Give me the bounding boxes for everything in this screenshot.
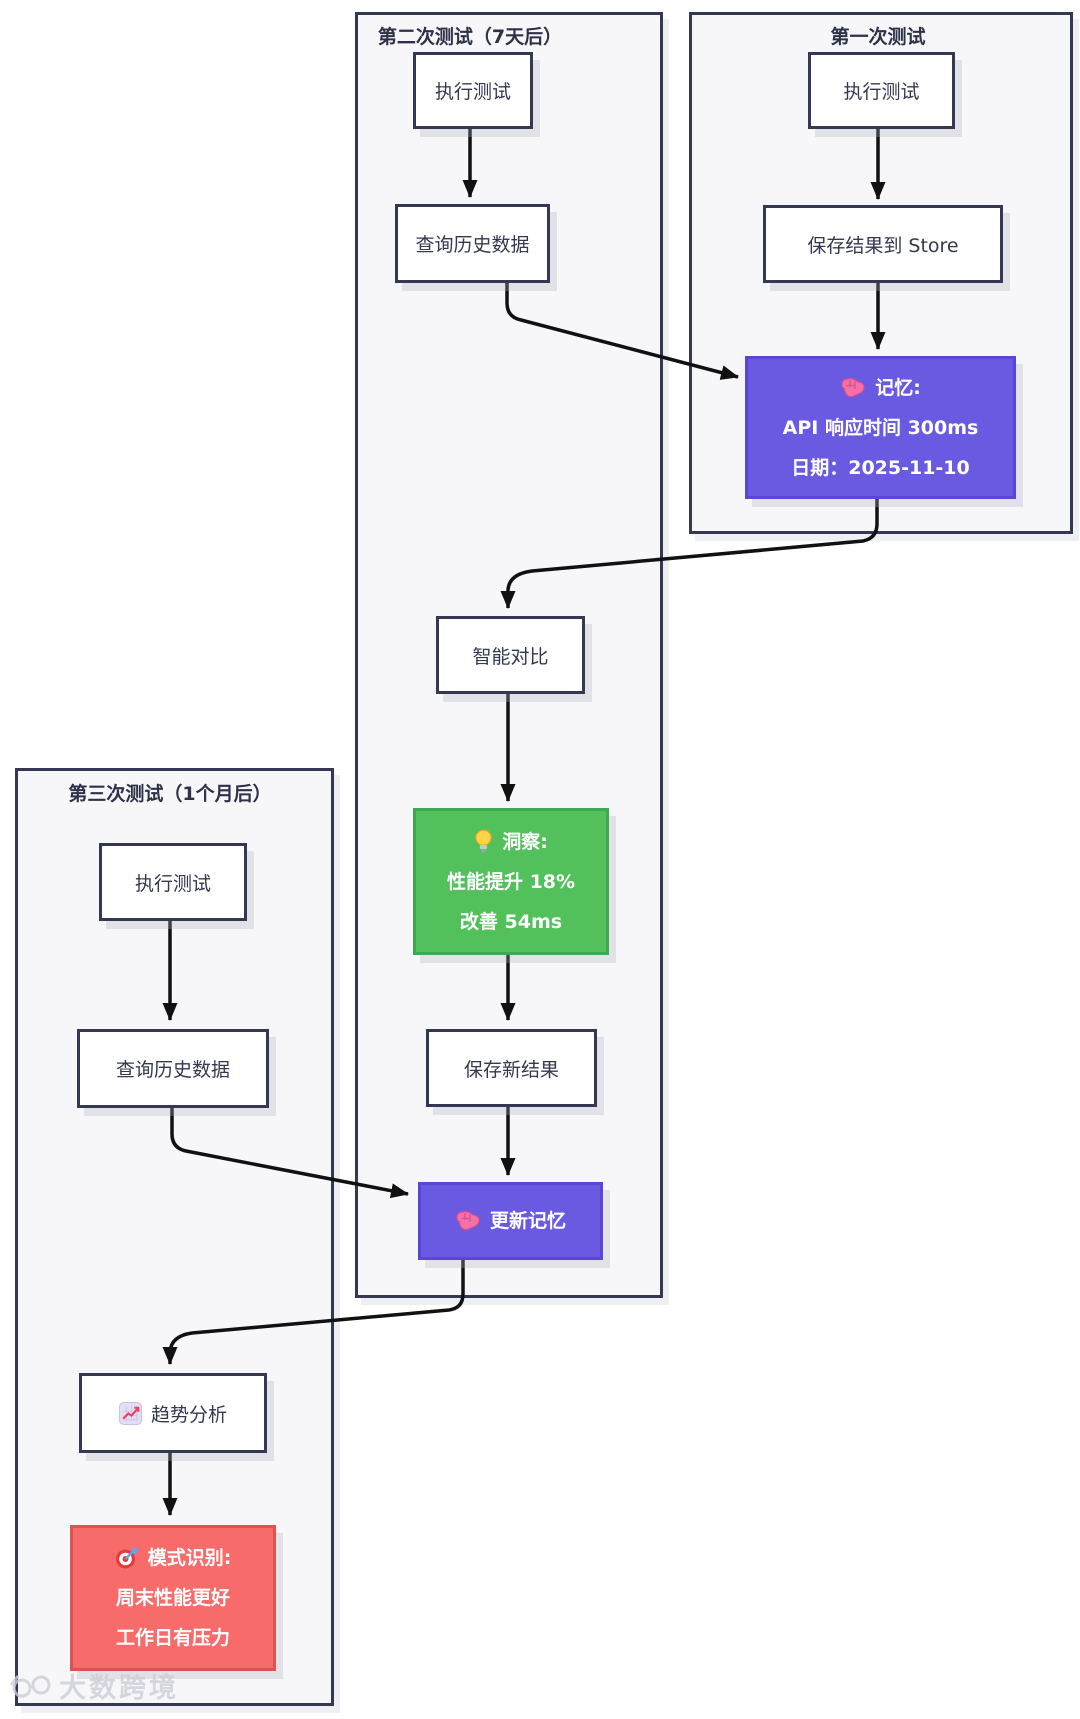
node-label: 保存新结果 <box>463 1058 559 1081</box>
node-second-save-new: 保存新结果 <box>426 1029 597 1107</box>
node-first-save: 保存结果到 Store <box>763 205 1003 283</box>
subgraph-third-test <box>15 768 334 1706</box>
edge-update-to-trend <box>162 1254 465 1365</box>
node-line: 模式识别: <box>147 1547 232 1569</box>
bulb-icon <box>475 829 492 853</box>
brain-icon <box>841 377 865 397</box>
node-label: 执行测试 <box>843 81 920 103</box>
node-first-memory: 记忆: API 响应时间 300ms 日期：2025-11-10 <box>745 356 1016 499</box>
node-second-update-memory: 更新记忆 <box>418 1182 603 1260</box>
node-second-query: 查询历史数据 <box>395 204 550 283</box>
node-label: 执行测试 <box>134 872 211 895</box>
node-second-compare: 智能对比 <box>436 616 585 694</box>
node-label: 更新记忆 <box>489 1210 566 1232</box>
node-line: 洞察: <box>502 830 548 853</box>
node-label: 查询历史数据 <box>415 234 530 256</box>
node-third-run: 执行测试 <box>99 843 247 921</box>
edge-memory-to-compare <box>500 493 879 609</box>
node-first-run: 执行测试 <box>808 52 955 129</box>
watermark: 大数跨境 <box>8 1666 179 1705</box>
node-third-trend: 趋势分析 <box>79 1373 267 1453</box>
edge-third-query-to-update <box>170 1102 409 1199</box>
edge-second-query-to-memory <box>505 277 739 380</box>
node-third-query: 查询历史数据 <box>77 1029 269 1108</box>
node-line: 改善 54ms <box>459 910 563 933</box>
chart-increasing-icon <box>118 1401 142 1425</box>
subgraph-title-first-test: 第一次测试 <box>830 26 926 48</box>
node-line: API 响应时间 300ms <box>782 416 979 439</box>
node-line: 周末性能更好 <box>115 1587 230 1609</box>
watermark-text: 大数跨境 <box>59 1673 179 1704</box>
node-label: 智能对比 <box>472 645 549 668</box>
subgraph-title-second-test: 第二次测试（7天后） <box>377 26 563 48</box>
node-label: 查询历史数据 <box>115 1059 230 1081</box>
node-line: 性能提升 18% <box>446 870 576 893</box>
target-icon <box>115 1547 138 1569</box>
node-line: 记忆: <box>875 376 921 399</box>
subgraph-title-third-test: 第三次测试（1个月后） <box>68 783 272 805</box>
node-line: 工作日有压力 <box>115 1627 230 1649</box>
node-second-run: 执行测试 <box>413 52 533 129</box>
node-third-pattern: 模式识别: 周末性能更好 工作日有压力 <box>70 1525 276 1671</box>
node-line: 日期：2025-11-10 <box>791 456 970 479</box>
node-second-insight: 洞察: 性能提升 18% 改善 54ms <box>413 808 609 955</box>
node-label: 保存结果到 Store <box>807 234 959 257</box>
brain-icon <box>456 1210 480 1231</box>
node-label: 趋势分析 <box>150 1403 227 1426</box>
watermark-logo-icon <box>9 1674 51 1697</box>
node-label: 执行测试 <box>434 81 511 103</box>
